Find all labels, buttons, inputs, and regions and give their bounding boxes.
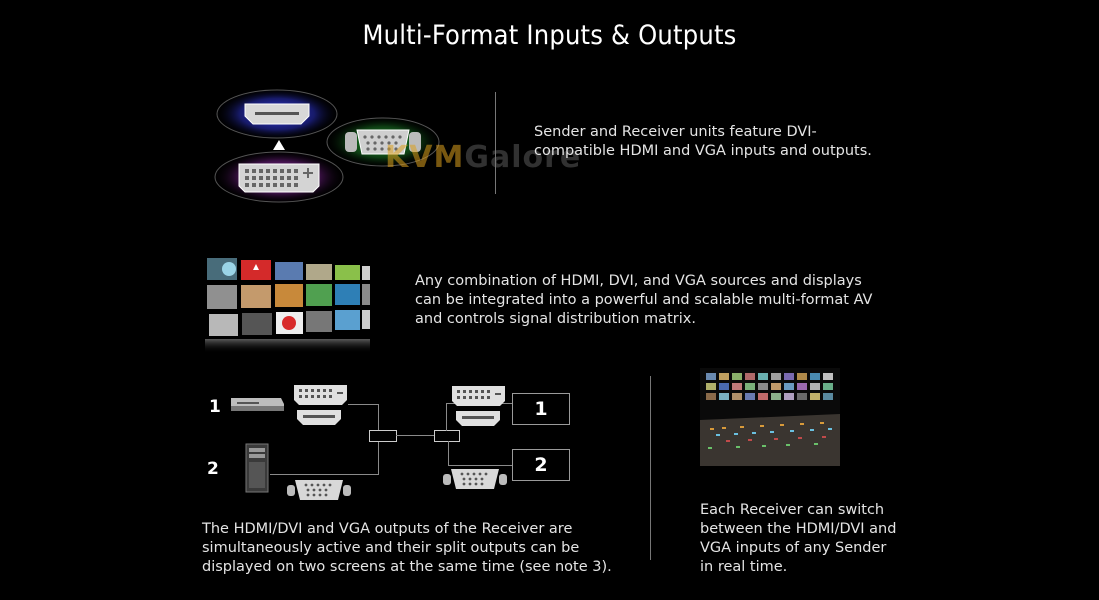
wire [396,435,434,436]
receiver-unit [434,430,460,442]
source-1-label: 1 [209,397,221,417]
wire [348,404,378,405]
hdmi-connector-icon [215,88,339,140]
screen-1: 1 [512,393,570,425]
sender-unit [369,430,397,442]
output-dvi-icon [451,385,506,407]
dvi-connector-icon [213,150,345,204]
source-vga-icon [286,479,352,501]
pc-tower-icon [244,442,270,494]
wire [448,441,449,465]
wire [448,465,512,466]
connector-graphic [205,82,445,207]
control-room-image [700,368,840,466]
watermark-logo: KVMGalore [385,140,582,175]
section1-description: Sender and Receiver units feature DVI-co… [534,124,872,159]
divider-vertical-1 [495,92,496,194]
section3-description: The HDMI/DVI and VGA outputs of the Rece… [202,521,612,575]
section2-description: Any combination of HDMI, DVI, and VGA so… [415,273,873,327]
wire [446,403,447,431]
page-title: Multi-Format Inputs & Outputs [362,20,737,51]
source-hdmi-icon [296,409,342,426]
video-wall-image [205,255,370,355]
source-dvi-icon [293,384,348,406]
dvd-player-icon [229,394,285,414]
screen-2: 2 [512,449,570,481]
divider-vertical-2 [650,376,651,560]
output-hdmi-icon [455,410,501,427]
vga-connector-icon [325,116,441,168]
section4-description: Each Receiver can switch between the HDM… [700,502,897,575]
source-2-label: 2 [207,459,219,479]
wire [270,474,379,475]
output-vga-icon [442,468,508,490]
